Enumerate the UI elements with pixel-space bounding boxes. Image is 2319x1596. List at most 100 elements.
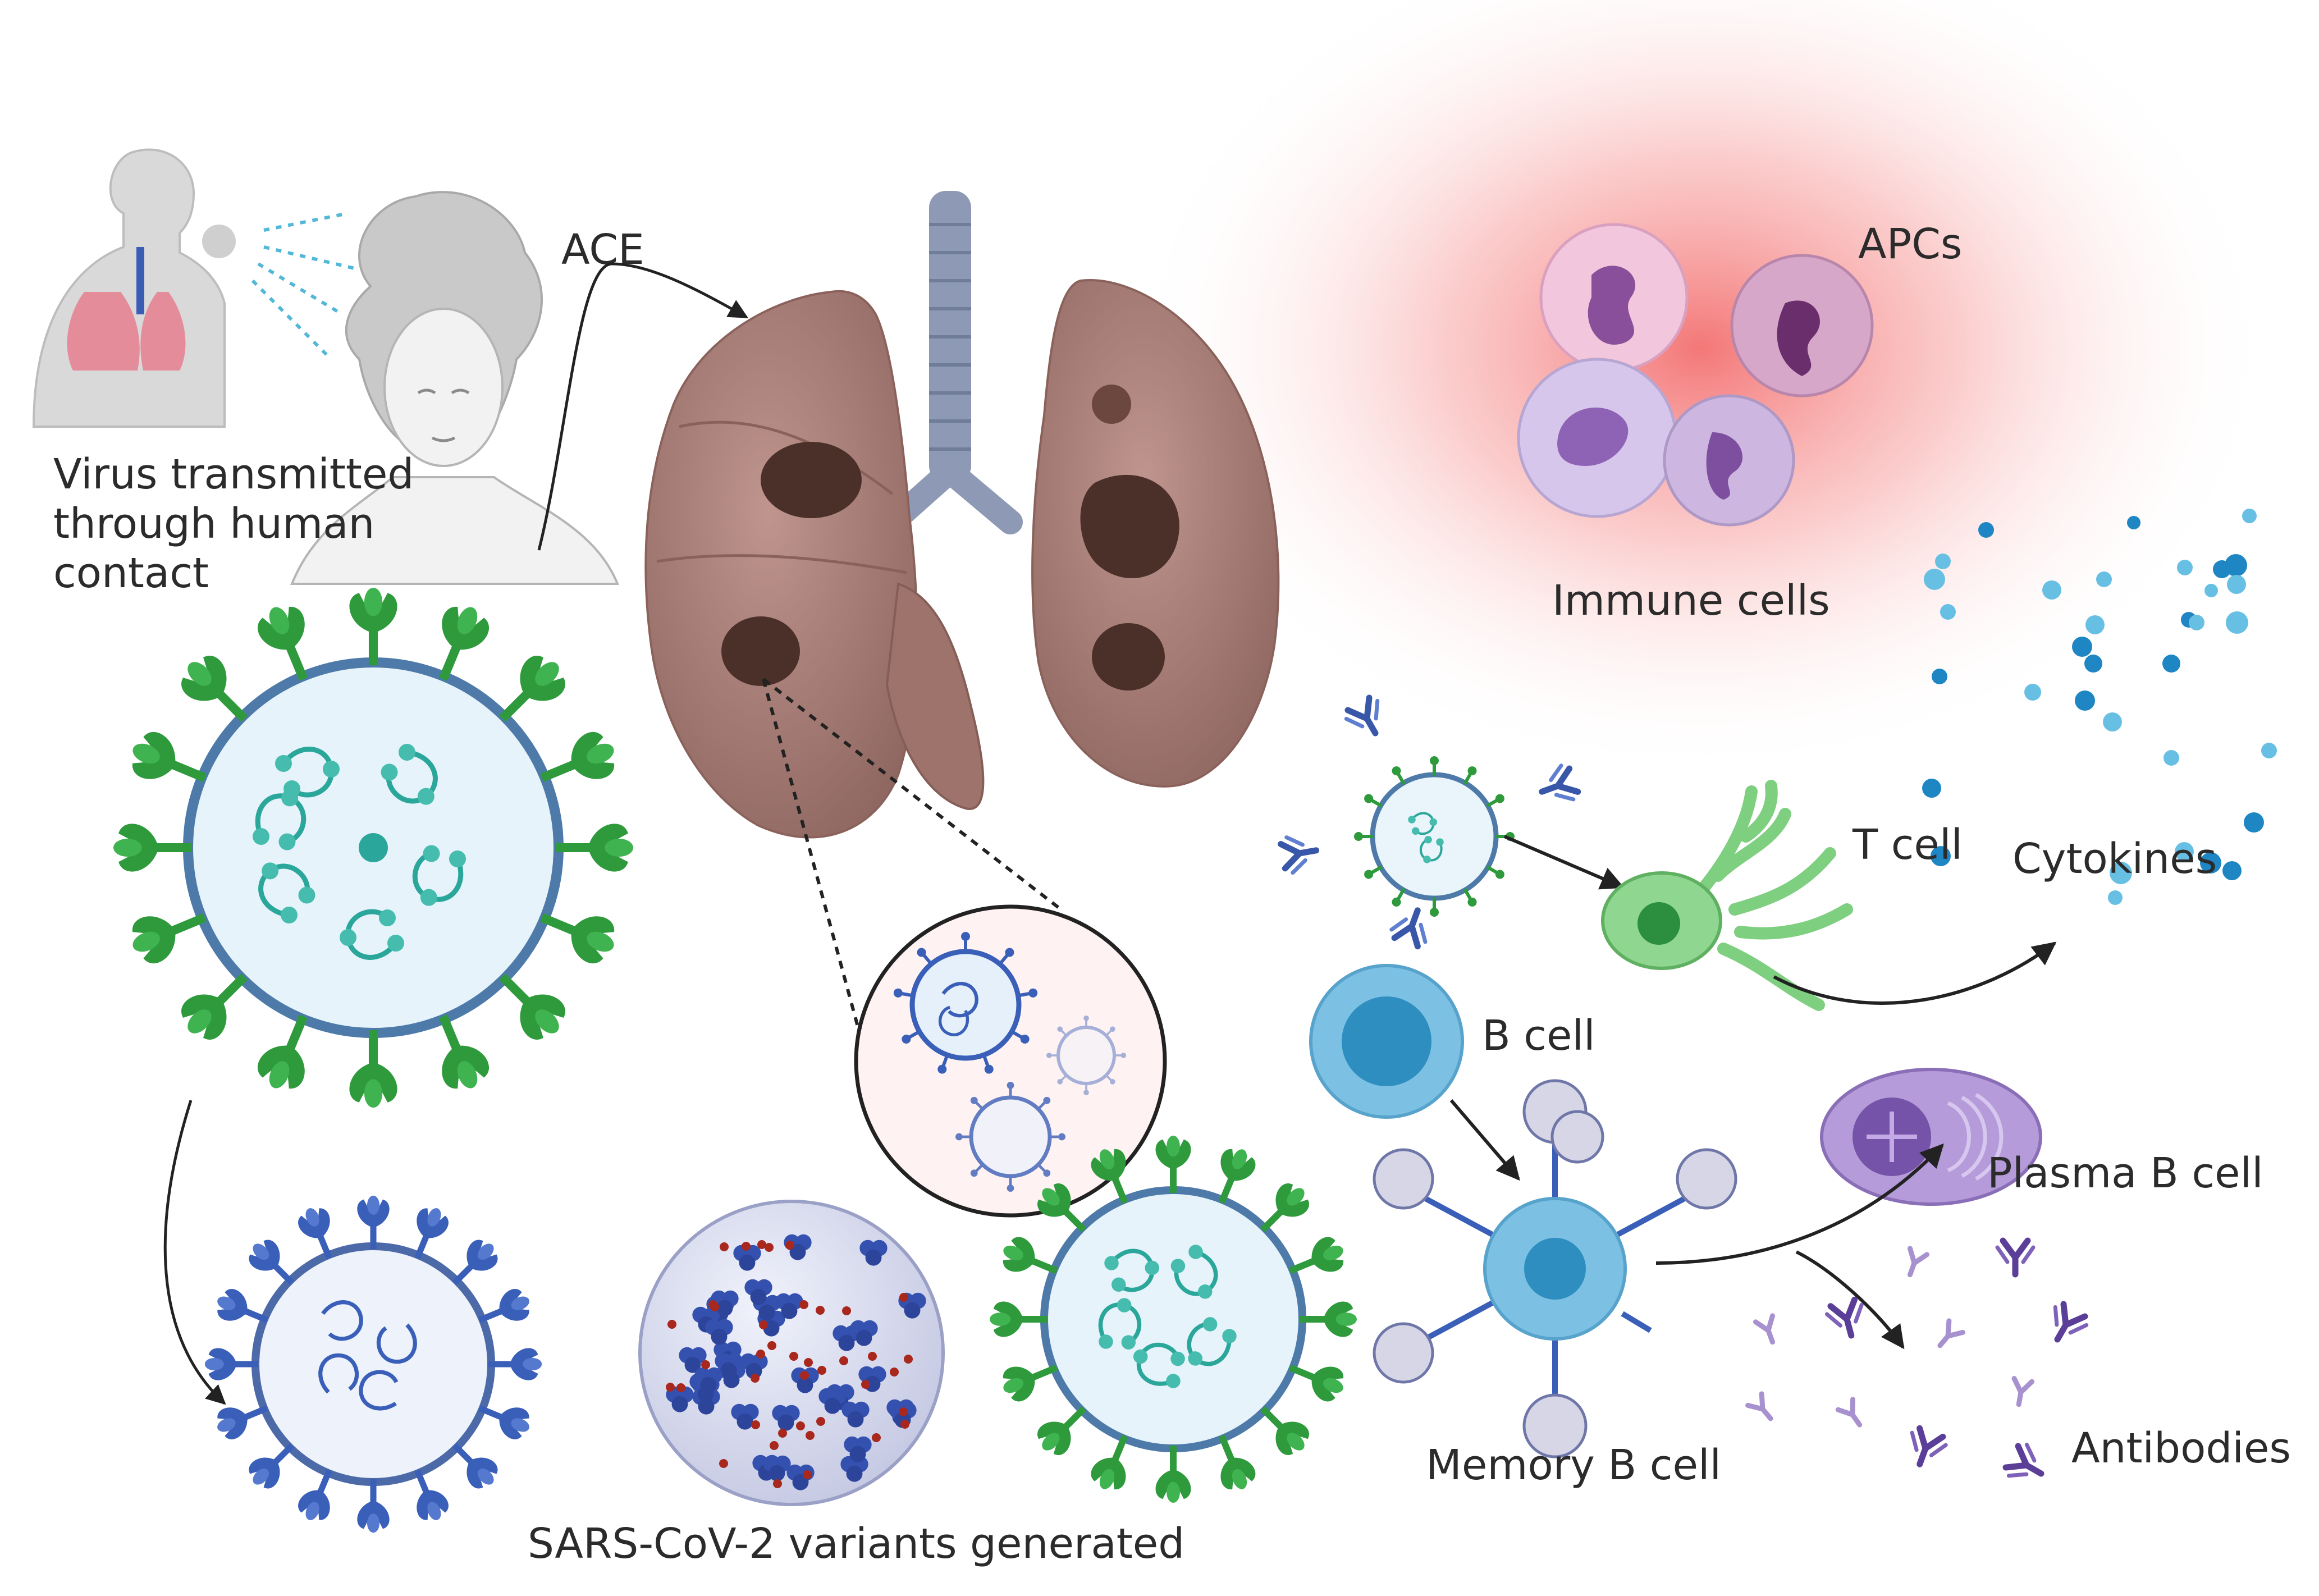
surface-dot <box>708 1300 717 1309</box>
spike-protein <box>113 824 191 871</box>
cytokine-dot <box>1940 604 1956 620</box>
surface-dot <box>816 1306 825 1315</box>
surface-dot <box>803 1470 812 1479</box>
antibody-virus-complex <box>1280 695 1580 948</box>
variant-arrow <box>163 1100 226 1405</box>
cytokine-dot <box>2177 560 2193 575</box>
surface-dot <box>757 1240 766 1249</box>
cytokine-dot <box>2189 615 2204 630</box>
cytokine-dot <box>1932 669 1947 684</box>
cytokine-dot <box>2242 509 2257 523</box>
mini-virus-medium <box>955 1082 1065 1192</box>
cytokine-dot <box>2072 637 2092 657</box>
surface-dot <box>899 1293 908 1302</box>
transmission-label: Virus transmitted through human contact <box>53 450 427 597</box>
memory-to-antibodies-arrow <box>1795 1250 1905 1350</box>
surface-dot <box>817 1366 826 1375</box>
cytokine-dot <box>2200 852 2221 874</box>
surface-dot <box>806 1431 815 1440</box>
surface-dot <box>839 1356 848 1365</box>
coronavirus-icon <box>113 588 633 1108</box>
inflammation-glow <box>1128 0 2274 775</box>
surface-dot <box>899 1407 908 1416</box>
surface-dot <box>756 1350 765 1359</box>
surface-dot <box>778 1429 787 1438</box>
cytokine-dot <box>1935 554 1951 569</box>
surface-dot <box>759 1320 768 1329</box>
woman-icon <box>290 191 619 585</box>
immune-cells-label: Immune cells <box>1552 577 1830 625</box>
antibodies-label: Antibodies <box>2071 1424 2291 1472</box>
cytokine-dot <box>2085 615 2105 634</box>
spike-protein <box>1300 1302 1357 1337</box>
surface-dot <box>765 1243 774 1252</box>
cytokine-dot <box>1931 846 1951 866</box>
cytokine-dot <box>1978 522 1994 538</box>
antibody-icon <box>1748 1241 2090 1489</box>
cytokine-dot <box>2164 750 2179 766</box>
lungs-icon <box>644 191 1280 839</box>
surface-dot <box>796 1421 805 1430</box>
memory-b-cell-icon <box>1373 1079 1737 1458</box>
t-cell-icon <box>1601 780 1853 1011</box>
surface-dot <box>720 1242 729 1251</box>
apc-cell-icon <box>1517 223 1874 527</box>
spike-protein <box>556 824 633 871</box>
ace-arrow <box>537 262 749 551</box>
surface-dot <box>799 1300 808 1309</box>
surface-dot <box>767 1341 776 1350</box>
cytokine-dot <box>2225 554 2247 577</box>
b-cell-label: B cell <box>1482 1012 1595 1060</box>
mini-virus-large <box>893 932 1039 1075</box>
transmission-line-2: through human <box>53 500 374 548</box>
spike-protein <box>1156 1136 1191 1193</box>
surface-dot <box>861 1380 870 1389</box>
apcs-label: APCs <box>1858 220 1962 268</box>
bcell-to-memory-arrow <box>1449 1099 1520 1181</box>
surface-dot <box>770 1441 779 1450</box>
spike-protein <box>990 1302 1047 1337</box>
virus-to-tcell-arrow <box>1503 835 1625 890</box>
surface-dot <box>904 1355 913 1364</box>
variant-studded-virus <box>638 1200 945 1506</box>
surface-dot <box>804 1358 813 1367</box>
cytokine-dot <box>2110 862 2132 884</box>
surface-dot <box>773 1479 782 1488</box>
spike-protein <box>357 1479 389 1533</box>
cytokine-dot <box>2244 812 2264 833</box>
surface-dot <box>800 1371 809 1380</box>
cytokine-dot <box>2096 571 2112 587</box>
cytokine-dot <box>2162 655 2180 673</box>
cytokine-dot <box>2222 861 2242 880</box>
coughing-person-icon <box>32 148 360 428</box>
cytokines-label: Cytokines <box>2012 835 2217 883</box>
surface-dot <box>868 1352 877 1361</box>
cytokine-dot <box>2108 890 2123 905</box>
cytokine-dot <box>2084 655 2102 673</box>
zoom-line-left <box>762 679 889 1135</box>
spike-protein <box>1156 1446 1191 1503</box>
cytokine-dot <box>2227 575 2246 594</box>
tcell-to-cytokines-arrow <box>1773 941 2057 1005</box>
variant-blue-virus <box>205 1196 542 1533</box>
plasma-cell-icon <box>1820 1068 2042 1206</box>
plasma-b-cell-label: Plasma B cell <box>1987 1149 2263 1197</box>
cytokine-dot <box>2024 684 2041 701</box>
mini-virus-faint <box>1045 1014 1127 1096</box>
spike-protein <box>205 1348 258 1380</box>
surface-dot <box>701 1360 710 1369</box>
memory-b-cell-label: Memory B cell <box>1426 1441 1721 1489</box>
surface-dot <box>872 1433 881 1442</box>
spike-protein <box>357 1196 389 1249</box>
surface-dot <box>900 1420 909 1429</box>
cytokine-dot <box>2175 842 2194 861</box>
t-cell-label: T cell <box>1852 821 1963 869</box>
surface-dot <box>666 1383 675 1392</box>
zoom-circle <box>854 904 1167 1218</box>
surface-dot <box>667 1320 676 1329</box>
surface-dot <box>842 1306 851 1315</box>
surface-dot <box>789 1352 798 1361</box>
surface-dot <box>676 1383 685 1392</box>
b-cell-icon <box>1309 964 1464 1119</box>
